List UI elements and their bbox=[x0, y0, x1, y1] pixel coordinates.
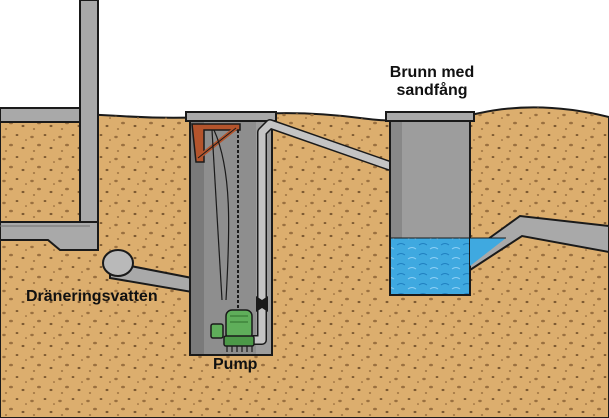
drainage-pipe bbox=[102, 249, 193, 294]
water bbox=[391, 237, 506, 294]
drainage-water-label: Dräneringsvatten bbox=[26, 288, 158, 305]
bracket bbox=[191, 123, 241, 163]
well-label-line-1: Brunn med bbox=[389, 64, 475, 81]
float-switch-icon bbox=[210, 323, 224, 339]
submersible-pump-icon bbox=[223, 309, 255, 352]
pump-label: Pump bbox=[213, 356, 258, 373]
house-foundation bbox=[0, 0, 99, 251]
well-label-line-2: sandfång bbox=[396, 81, 468, 99]
inlet-pipe bbox=[469, 214, 609, 272]
well-label: Brunn med sandfång bbox=[372, 64, 492, 99]
check-valve-icon bbox=[256, 296, 268, 312]
float-cable bbox=[211, 129, 230, 301]
outlet-pipe bbox=[252, 119, 398, 345]
